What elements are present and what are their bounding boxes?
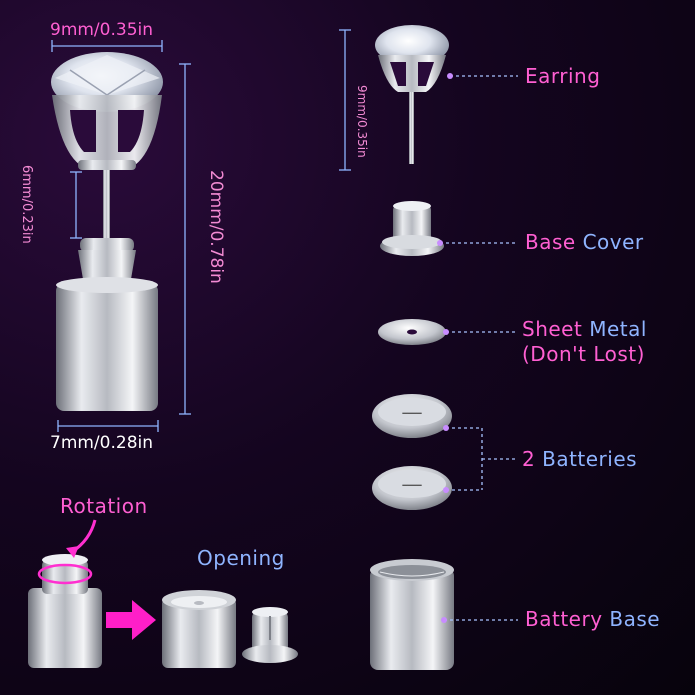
base-cover-part xyxy=(380,201,444,256)
stud-length-dimension: 6mm/0.23in xyxy=(19,165,34,244)
top-width-dimension: 9mm/0.35in xyxy=(50,20,154,40)
svg-text:━━━━: ━━━━ xyxy=(401,481,421,490)
sheet-metal-part xyxy=(378,319,446,345)
stud-pin xyxy=(103,170,110,240)
opening-label: Opening xyxy=(197,546,285,570)
rotation-assembly xyxy=(28,519,102,668)
rotation-label: Rotation xyxy=(60,494,148,518)
battery-body xyxy=(56,283,158,411)
svg-text:━━━━: ━━━━ xyxy=(401,409,421,418)
opened-base xyxy=(162,590,236,668)
earring-part xyxy=(375,25,449,164)
opened-cover xyxy=(242,607,298,663)
sheet-metal-note: (Don't Lost) xyxy=(522,342,645,366)
earring-label: Earring xyxy=(525,64,601,88)
total-height-dimension: 20mm/0.78in xyxy=(206,170,226,284)
battery-base-label: Battery Base xyxy=(525,607,661,631)
connector-lines xyxy=(440,75,518,621)
batteries-label: 2 Batteries xyxy=(522,447,638,471)
battery-base-part xyxy=(370,559,454,670)
battery-1: ━━━━ xyxy=(372,394,452,438)
sheet-metal-label: Sheet Metal xyxy=(522,317,647,341)
large-earring xyxy=(51,52,163,411)
arrow-right-icon xyxy=(106,600,156,640)
battery-2: ━━━━ xyxy=(372,466,452,510)
base-cover-label: Base Cover xyxy=(525,230,644,254)
dimension-lines xyxy=(51,29,351,432)
earring-head-dimension: 9mm/0.35in xyxy=(355,85,369,158)
base-width-dimension: 7mm/0.28in xyxy=(50,433,154,453)
